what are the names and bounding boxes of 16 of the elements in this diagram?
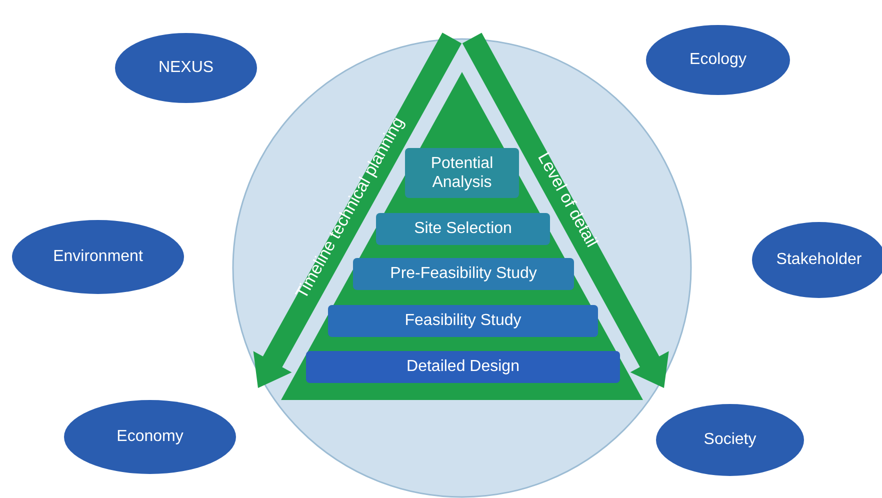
- topic-label: Economy: [116, 428, 184, 446]
- topic-label: Society: [704, 431, 756, 449]
- topic-label: Ecology: [690, 51, 746, 69]
- stage-label: Site Selection: [414, 219, 512, 239]
- topic-label: Stakeholder: [776, 251, 862, 269]
- stage-bar: [306, 351, 620, 383]
- topic-label: NEXUS: [158, 59, 214, 77]
- stage-label: Detailed Design: [406, 357, 520, 377]
- stage-bar: [328, 305, 598, 337]
- topic-label: Environment: [53, 248, 143, 266]
- stage-label: Pre-Feasibility Study: [390, 264, 537, 284]
- stage-bar: [376, 213, 550, 245]
- stage-bar: [405, 148, 519, 198]
- stage-label: Potential Analysis: [430, 154, 494, 192]
- stage-bar: [353, 258, 574, 290]
- stage-label: Feasibility Study: [404, 311, 522, 331]
